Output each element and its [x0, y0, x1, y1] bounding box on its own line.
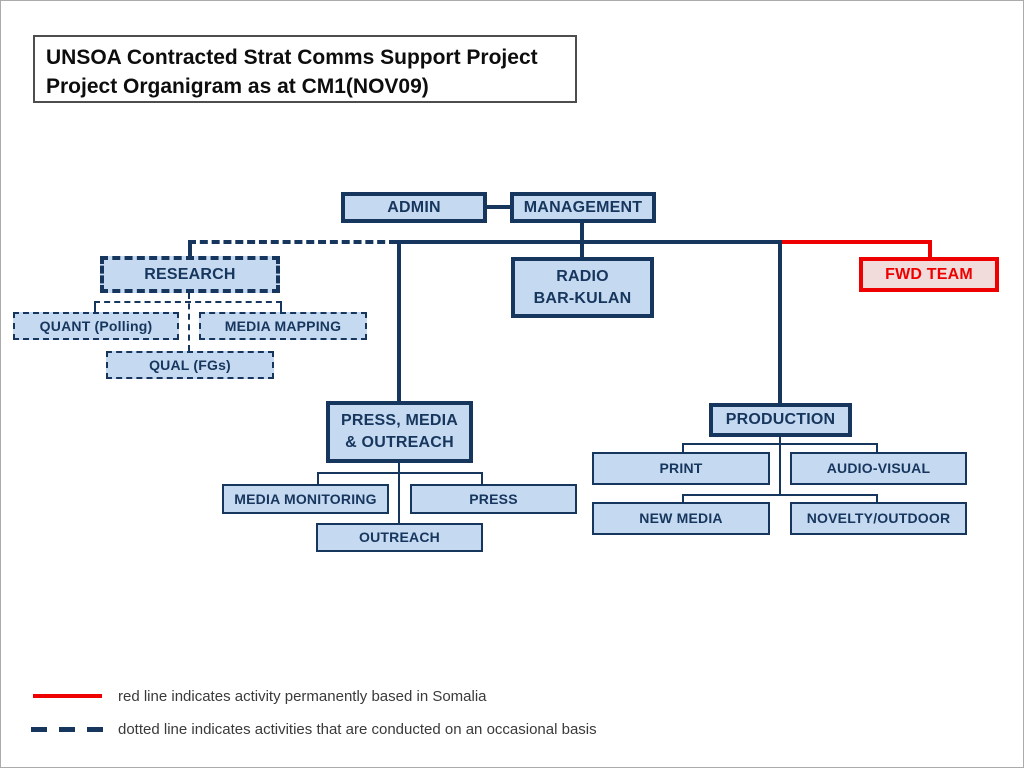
node-press: PRESS: [410, 484, 577, 514]
node-new-media: NEW MEDIA: [592, 502, 770, 535]
connector-red-down-fwd: [928, 240, 932, 259]
title-box: UNSOA Contracted Strat Comms Support Pro…: [33, 35, 577, 103]
connector-management-down: [580, 222, 584, 244]
legend-red-text: red line indicates activity permanently …: [118, 688, 487, 705]
node-research: RESEARCH: [100, 256, 280, 293]
node-press-label: PRESS: [469, 490, 518, 507]
node-management: MANAGEMENT: [510, 192, 656, 223]
connector-drop-audio-visual: [876, 443, 878, 452]
node-audio-visual: AUDIO-VISUAL: [790, 452, 967, 485]
node-production-label: PRODUCTION: [725, 411, 836, 428]
node-fwd-team-label: FWD TEAM: [885, 265, 973, 283]
connector-pmo-bracket: [317, 472, 483, 474]
node-management-label: MANAGEMENT: [523, 198, 643, 216]
connector-research-center-down: [188, 293, 190, 351]
node-print: PRINT: [592, 452, 770, 485]
connector-down-press-media: [397, 240, 401, 403]
connector-drop-new-media: [682, 494, 684, 502]
connector-drop-press: [481, 472, 483, 484]
node-radio-bar-kulan: RADIO BAR-KULAN: [511, 257, 654, 318]
node-fwd-team: FWD TEAM: [859, 257, 999, 292]
connector-down-production: [778, 240, 782, 405]
connector-drop-media-monitoring: [317, 472, 319, 484]
connector-drop-print: [682, 443, 684, 452]
legend-dotted-line-swatch: [31, 727, 105, 732]
node-novelty-outdoor: NOVELTY/OUTDOOR: [790, 502, 967, 535]
node-quant-polling: QUANT (Polling): [13, 312, 179, 340]
connector-main-horizontal: [397, 240, 782, 244]
connector-drop-quant: [94, 301, 96, 312]
node-media-monitoring: MEDIA MONITORING: [222, 484, 389, 514]
connector-drop-media-mapping: [280, 301, 282, 312]
node-outreach-label: OUTREACH: [359, 529, 440, 545]
node-admin-label: ADMIN: [387, 198, 441, 216]
node-radio-line2: BAR-KULAN: [533, 289, 632, 307]
node-new-media-label: NEW MEDIA: [639, 510, 723, 526]
connector-production-bracket-2: [682, 494, 878, 496]
title-line-1: UNSOA Contracted Strat Comms Support Pro…: [46, 46, 538, 69]
node-radio-line1: RADIO: [556, 267, 609, 285]
connector-dashed-horizontal: [188, 240, 397, 244]
node-pmo-line2: & OUTREACH: [345, 434, 454, 451]
title-line-2: Project Organigram as at CM1(NOV09): [46, 75, 429, 98]
connector-research-bracket: [94, 301, 282, 303]
node-press-media-outreach: PRESS, MEDIA & OUTREACH: [326, 401, 473, 463]
node-research-label: RESEARCH: [144, 265, 236, 283]
node-pmo-line1: PRESS, MEDIA: [340, 412, 459, 429]
node-outreach: OUTREACH: [316, 523, 483, 552]
connector-production-center-down: [779, 437, 781, 495]
node-audio-visual-label: AUDIO-VISUAL: [826, 460, 931, 476]
node-admin: ADMIN: [341, 192, 487, 223]
legend-red-line-swatch: [33, 694, 102, 698]
node-media-monitoring-label: MEDIA MONITORING: [234, 490, 377, 507]
node-print-label: PRINT: [659, 460, 703, 476]
node-media-mapping: MEDIA MAPPING: [199, 312, 367, 340]
connector-pmo-center-down: [398, 463, 400, 523]
connector-drop-novelty-outdoor: [876, 494, 878, 502]
node-novelty-outdoor-label: NOVELTY/OUTDOOR: [806, 510, 951, 526]
legend-dotted-text: dotted line indicates activities that ar…: [118, 721, 597, 738]
node-qual-fgs: QUAL (FGs): [106, 351, 274, 379]
connector-down-radio: [580, 240, 584, 259]
node-production: PRODUCTION: [709, 403, 852, 437]
node-quant-label: QUANT (Polling): [39, 317, 153, 334]
connector-red-horizontal: [782, 240, 932, 244]
connector-dashed-down-research: [188, 244, 192, 257]
connector-production-bracket-1: [682, 443, 878, 445]
node-media-mapping-label: MEDIA MAPPING: [224, 317, 342, 334]
connector-admin-management: [487, 205, 510, 209]
node-qual-label: QUAL (FGs): [149, 356, 231, 373]
